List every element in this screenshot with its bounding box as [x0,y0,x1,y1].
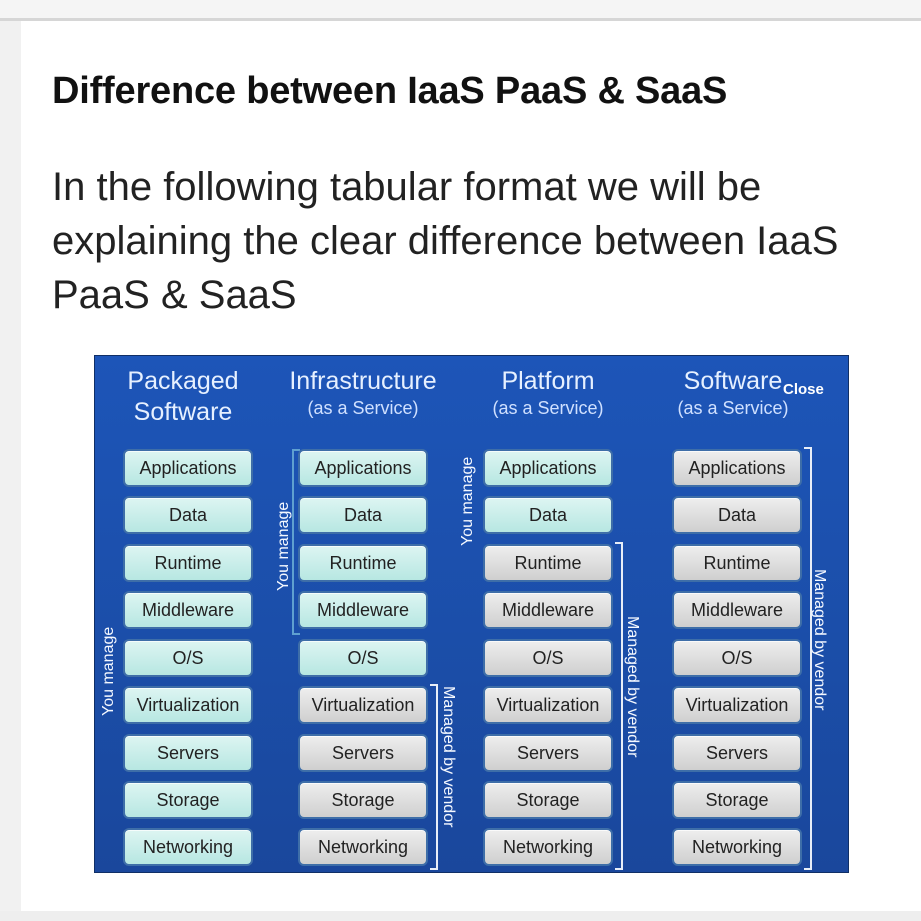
layer-servers: Servers [672,734,802,772]
layer-middleware: Middleware [483,591,613,629]
vendor-bracket [804,447,812,870]
managed-by-vendor-label: Managed by vendor [440,686,457,828]
layer-data: Data [483,496,613,534]
layer-applications: Applications [672,449,802,487]
layer-networking: Networking [298,828,428,866]
layer-middleware: Middleware [298,591,428,629]
you-manage-bracket [292,449,300,635]
article-intro: In the following tabular format we will … [52,165,839,317]
layer-servers: Servers [123,734,253,772]
layer-storage: Storage [483,781,613,819]
layer-data: Data [123,496,253,534]
layer-applications: Applications [298,449,428,487]
layer-runtime: Runtime [483,544,613,582]
column-title: Infrastructure [289,367,437,395]
column-subtitle: (as a Service) [492,398,604,418]
column-subtitle: (as a Service) [307,398,419,418]
layer-storage: Storage [672,781,802,819]
layer-virtualization: Virtualization [123,686,253,724]
column-title: Packaged [127,367,239,395]
close-button[interactable]: Close [783,381,824,398]
layer-os: O/S [298,639,428,677]
column-header-packaged: Packaged Software [103,366,263,428]
column-title: Software [683,367,783,395]
layer-os: O/S [672,639,802,677]
you-manage-label: You manage [459,456,476,546]
layer-data: Data [672,496,802,534]
layer-os: O/S [123,639,253,677]
layer-storage: Storage [123,781,253,819]
column-header-paas: Platform (as a Service) [468,366,628,419]
managed-by-vendor-label: Managed by vendor [624,616,641,758]
layer-runtime: Runtime [298,544,428,582]
layer-os: O/S [483,639,613,677]
you-manage-label: You manage [100,626,117,716]
layer-applications: Applications [483,449,613,487]
layer-virtualization: Virtualization [483,686,613,724]
column-title-line2: Software [133,398,233,426]
column-title: Platform [501,367,595,395]
column-subtitle: (as a Service) [677,398,789,418]
layer-middleware: Middleware [672,591,802,629]
layer-virtualization: Virtualization [298,686,428,724]
layer-networking: Networking [672,828,802,866]
layer-virtualization: Virtualization [672,686,802,724]
layer-networking: Networking [483,828,613,866]
iaas-paas-saas-diagram: Packaged Software Infrastructure (as a S… [94,355,849,873]
layer-runtime: Runtime [672,544,802,582]
managed-by-vendor-label: Managed by vendor [811,569,828,711]
article-title: Difference between IaaS PaaS & SaaS [52,70,728,112]
top-bar [0,0,921,21]
you-manage-label: You manage [275,501,292,591]
column-header-saas: Software (as a Service) [658,366,808,419]
layer-middleware: Middleware [123,591,253,629]
layer-data: Data [298,496,428,534]
layer-servers: Servers [298,734,428,772]
layer-applications: Applications [123,449,253,487]
layer-storage: Storage [298,781,428,819]
vendor-bracket [430,684,438,870]
layer-networking: Networking [123,828,253,866]
layer-runtime: Runtime [123,544,253,582]
vendor-bracket [615,542,623,870]
column-header-iaas: Infrastructure (as a Service) [273,366,453,419]
layer-servers: Servers [483,734,613,772]
bottom-bar [0,911,921,921]
